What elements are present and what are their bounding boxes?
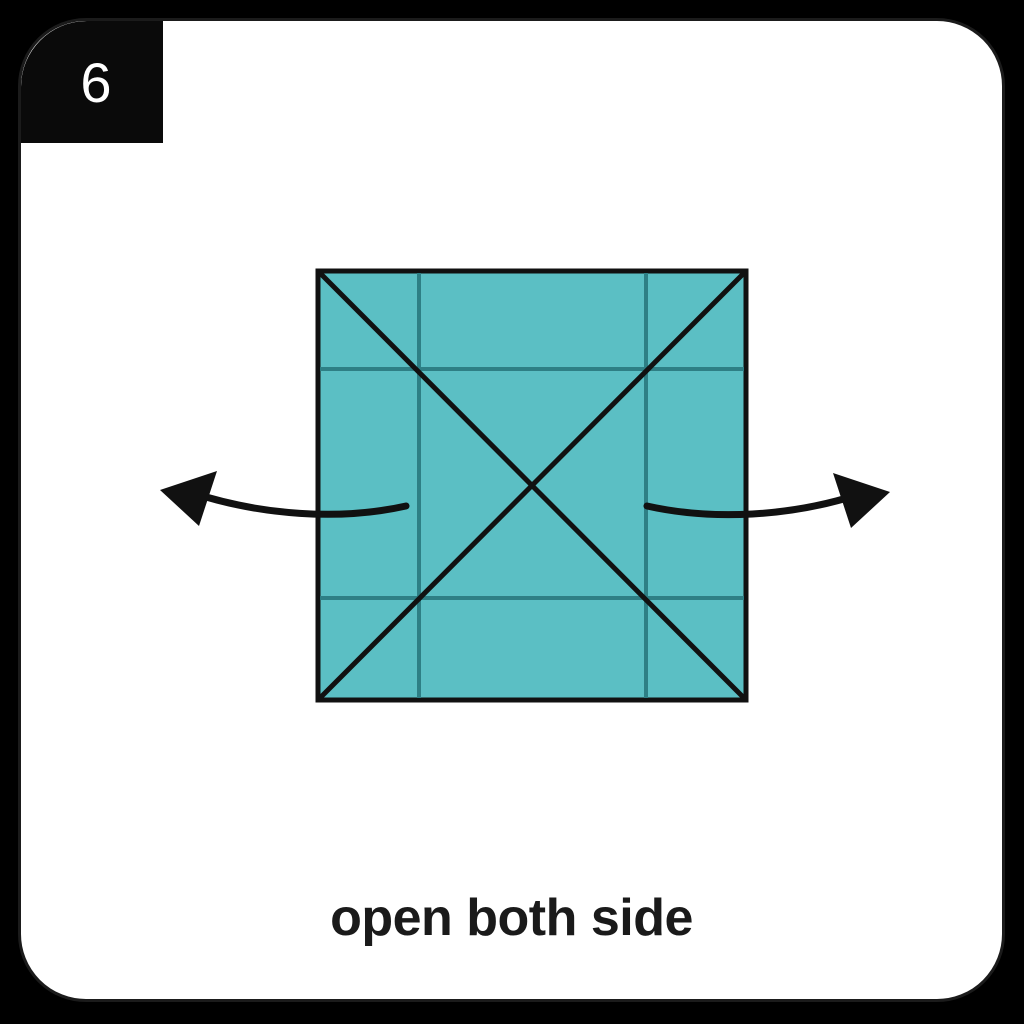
open-left-arrow-head: [160, 471, 217, 526]
crease-lines-vertical: [417, 273, 648, 698]
open-right-arrow-shaft: [643, 491, 861, 519]
step-caption: open both side: [330, 889, 693, 947]
origami-diagram: [160, 268, 890, 703]
open-right-arrow: [643, 473, 890, 528]
crease-lines-horizontal: [320, 367, 744, 600]
open-right-arrow-head: [833, 473, 890, 528]
step-number-label: 6: [80, 51, 112, 114]
step-number-badge: 6: [21, 21, 163, 143]
diagonal-fold-lines: [316, 269, 748, 702]
open-left-arrow-shaft: [189, 489, 410, 518]
instruction-card: 6: [18, 18, 1005, 1002]
diagonal-fold-tr-bl: [316, 269, 748, 702]
open-left-arrow: [160, 471, 410, 526]
